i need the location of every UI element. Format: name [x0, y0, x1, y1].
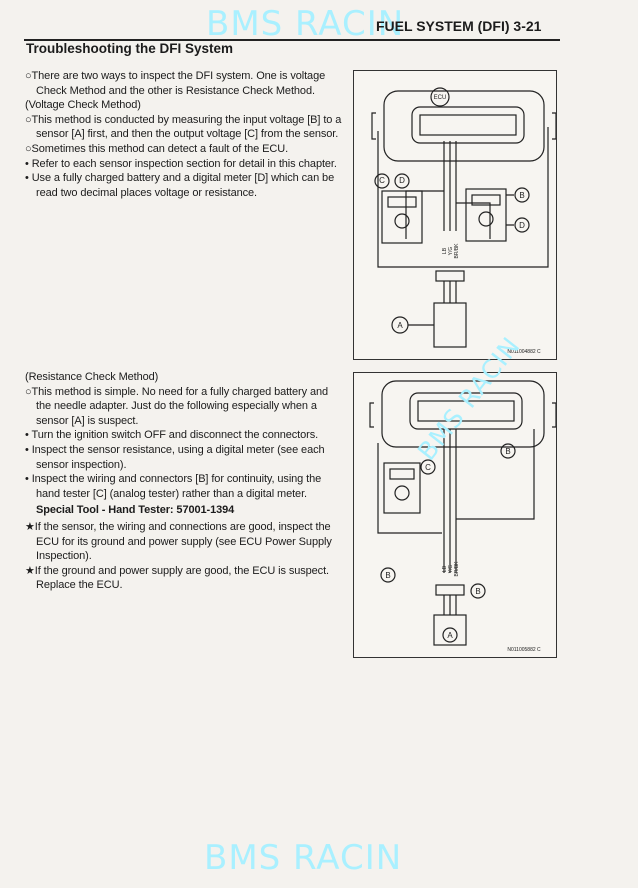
sensor-wires [443, 141, 457, 231]
callout-c [420, 459, 436, 475]
voltage-check-diagram: ECU C D B D A LB Y/G BR/BK N011004882 C [353, 70, 557, 360]
meter-display [387, 196, 417, 208]
ground-loop [377, 127, 549, 268]
intro-bullet: • Use a fully charged battery and a digi… [25, 172, 335, 199]
label-b: B [519, 191, 524, 200]
resistance-bullet: • Inspect the sensor resistance, using a… [25, 443, 325, 471]
sensor [433, 302, 467, 348]
label-d: D [399, 176, 405, 185]
label-b: B [505, 447, 510, 456]
resistance-method-text: (Resistance Check Method) ○This method i… [25, 370, 342, 593]
ecu-body [383, 90, 545, 162]
connector-wires [443, 595, 457, 615]
tester-dial [394, 485, 410, 501]
special-tool: Special Tool - Hand Tester: 57001-1394 [36, 504, 235, 517]
label-d2: D [519, 221, 525, 230]
voltage-method-text: ○There are two ways to inspect the DFI s… [25, 69, 342, 200]
callout-b [380, 567, 396, 583]
ecu-tabs [369, 402, 556, 428]
resistance-note: ★If the sensor, the wiring and connectio… [25, 520, 332, 563]
ecu-callout [430, 87, 450, 107]
callout-b [514, 187, 530, 203]
section-header: FUEL SYSTEM (DFI) 3-21 [376, 18, 542, 34]
resistance-method-heading: (Resistance Check Method) [25, 371, 159, 383]
ecu-pins [419, 114, 517, 136]
watermark-bottom: BMS RACIN [204, 838, 403, 878]
wire-label-2: Y/G [448, 247, 454, 256]
wire-label-1: LB [442, 565, 448, 572]
ecu-pins [417, 400, 515, 422]
callout-c [374, 173, 390, 189]
figure-number: N011004882 C [507, 349, 541, 355]
intro-bullet: • Refer to each sensor inspection sectio… [25, 157, 337, 170]
resistance-note: ★If the ground and power supply are good… [25, 564, 329, 592]
wire-label-3: BR/BK [454, 561, 460, 577]
connector-wires [443, 281, 457, 303]
resistance-check-svg: B C B B A LB Y/G BR/BK N011005882 C [369, 380, 556, 653]
callout-d [394, 173, 410, 189]
ecu-body [381, 380, 545, 448]
voltage-method-heading: (Voltage Check Method) [25, 99, 141, 112]
wire-label-1: LB [442, 247, 448, 254]
callout-a [442, 627, 458, 643]
resistance-paragraph: ○This method is simple. No need for a fu… [25, 385, 329, 427]
callout-b [470, 583, 486, 599]
tester-display [389, 468, 415, 480]
label-b: B [385, 571, 390, 580]
figure-number: N011005882 C [507, 647, 541, 653]
continuity-loop [377, 429, 535, 534]
digital-meter-right [465, 188, 507, 242]
ecu-tabs [371, 112, 556, 140]
header-rule [24, 39, 560, 41]
meter1-lead [405, 190, 444, 239]
label-a: A [447, 631, 453, 640]
meter-display [471, 194, 501, 206]
callout-d2 [514, 217, 530, 233]
label-c: C [379, 176, 385, 185]
resistance-bullet: • Inspect the wiring and connectors [B] … [25, 473, 322, 500]
sensor-wires [443, 429, 457, 573]
intro-paragraph: ○Sometimes this method can detect a faul… [25, 142, 289, 155]
label-b: B [475, 587, 480, 596]
resistance-bullet: • Turn the ignition switch OFF and disco… [25, 429, 319, 442]
callout-b [500, 443, 516, 459]
label-c: C [425, 463, 431, 472]
meter-dial [478, 211, 494, 227]
watermark-top: BMS RACIN [206, 4, 405, 44]
leader-lines [408, 194, 514, 326]
page-title: Troubleshooting the DFI System [26, 41, 234, 56]
connector [435, 584, 465, 596]
sensor [433, 614, 467, 646]
label-a: A [397, 321, 403, 330]
digital-meter-left [381, 190, 423, 244]
wire-label-3: BR/BK [454, 243, 460, 259]
connector [435, 270, 465, 282]
meter2-lead [456, 202, 491, 239]
resistance-check-diagram: B C B B A LB Y/G BR/BK N011005882 C [353, 372, 557, 658]
ecu-connector [411, 106, 525, 144]
intro-paragraph: ○This method is conducted by measuring t… [25, 113, 342, 141]
intro-paragraph: ○There are two ways to inspect the DFI s… [25, 70, 326, 97]
wire-label-2: Y/G [448, 565, 454, 574]
voltage-check-svg: ECU C D B D A LB Y/G BR/BK N011004882 C [371, 87, 556, 355]
ecu-connector [409, 392, 523, 430]
ecu-label: ECU [434, 95, 447, 101]
meter-dial [394, 213, 410, 229]
hand-tester [383, 462, 421, 514]
